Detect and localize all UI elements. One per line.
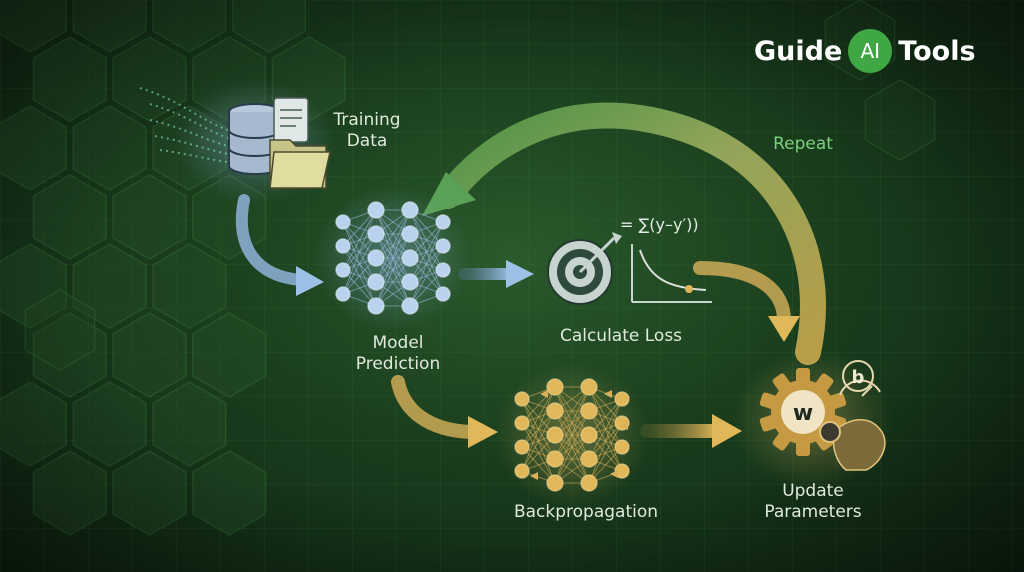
network-connection xyxy=(342,209,377,295)
network-connection xyxy=(554,386,590,460)
network-node xyxy=(335,238,351,254)
network-node xyxy=(367,273,385,291)
network-connection xyxy=(588,398,623,484)
network-node xyxy=(580,402,598,420)
database-icon xyxy=(228,103,282,175)
update-parameters-icon-group: w b xyxy=(732,350,892,490)
network-connection xyxy=(588,422,623,484)
model-neural-network-icon xyxy=(315,186,471,330)
network-connection xyxy=(342,233,377,295)
network-node xyxy=(335,214,351,230)
backward-arrow-marker xyxy=(604,390,612,398)
backward-arrow-marker xyxy=(610,470,618,478)
update-parameters-label: Update Parameters xyxy=(764,481,862,522)
network-connection xyxy=(375,257,411,307)
network-connection xyxy=(521,386,556,472)
network-connection xyxy=(554,410,590,484)
network-node xyxy=(367,225,385,243)
network-node xyxy=(514,439,530,455)
bias-symbol: b xyxy=(852,367,865,388)
network-node xyxy=(614,439,630,455)
repeat-label: Repeat xyxy=(773,134,833,154)
network-node xyxy=(435,214,451,230)
network-node xyxy=(546,426,564,444)
calculate-loss-label: Calculate Loss xyxy=(559,326,683,346)
network-connection xyxy=(588,398,623,460)
network-node xyxy=(335,262,351,278)
backward-arrow-marker xyxy=(540,390,548,398)
network-node xyxy=(401,249,419,267)
network-node xyxy=(580,426,598,444)
network-connection xyxy=(521,386,556,448)
network-node xyxy=(546,378,564,396)
network-connection xyxy=(375,233,411,307)
gauge-icon xyxy=(839,379,881,397)
network-connection xyxy=(554,434,590,484)
bias-icon: b xyxy=(842,360,874,392)
network-node xyxy=(546,402,564,420)
network-connection xyxy=(409,245,444,307)
backpropagation-label: Backpropagation xyxy=(513,502,659,522)
folder-icon xyxy=(269,139,331,189)
network-node xyxy=(514,391,530,407)
network-node xyxy=(401,297,419,315)
network-connection xyxy=(554,386,590,484)
backprop-to-update-arrow xyxy=(640,414,742,448)
network-node xyxy=(546,450,564,468)
network-node xyxy=(367,297,385,315)
network-node xyxy=(580,450,598,468)
document-icon xyxy=(273,97,309,143)
brand-word-2: Tools xyxy=(898,35,976,67)
repeat-arrow xyxy=(422,102,826,365)
gear-icon: w xyxy=(759,368,847,456)
network-connection xyxy=(521,410,556,472)
network-node xyxy=(614,463,630,479)
training-data-label: Training Data xyxy=(333,110,401,151)
network-node xyxy=(335,286,351,302)
data-to-model-arrow xyxy=(235,194,324,296)
backward-arrow-marker xyxy=(620,422,628,430)
network-node xyxy=(367,249,385,267)
network-node xyxy=(580,378,598,396)
loss-icon-group: = ∑(y–y′)) xyxy=(547,215,712,305)
network-node xyxy=(514,415,530,431)
network-node xyxy=(514,463,530,479)
network-node xyxy=(435,286,451,302)
weight-symbol: w xyxy=(793,401,813,426)
network-node xyxy=(614,391,630,407)
network-node xyxy=(435,238,451,254)
network-node xyxy=(546,474,564,492)
loss-to-update-arrow xyxy=(693,261,800,342)
hand-icon xyxy=(819,419,886,471)
network-node xyxy=(401,273,419,291)
network-node xyxy=(367,201,385,219)
backprop-neural-network-icon xyxy=(494,363,650,507)
loss-formula: = ∑(y–y′)) xyxy=(620,215,699,234)
network-connection xyxy=(554,386,590,436)
network-node xyxy=(435,262,451,278)
training-data-icon-group xyxy=(139,80,335,204)
model-to-backprop-arrow xyxy=(391,375,498,448)
backward-arrow-marker xyxy=(530,472,538,480)
loss-curve-icon xyxy=(631,244,712,303)
network-connection xyxy=(375,209,411,307)
brand-logo: Guide AI Tools xyxy=(754,29,976,73)
model-prediction-label: Model Prediction xyxy=(355,333,441,374)
brand-word-1: Guide xyxy=(754,35,843,67)
brand-badge: AI xyxy=(848,29,893,73)
network-node xyxy=(401,201,419,219)
network-connection xyxy=(409,221,444,283)
network-connection xyxy=(342,209,377,271)
network-connection xyxy=(375,209,411,259)
network-node xyxy=(401,225,419,243)
target-icon xyxy=(547,232,622,305)
network-connection xyxy=(409,221,444,307)
model-to-loss-arrow xyxy=(458,260,534,288)
network-connection xyxy=(375,209,411,283)
data-stream xyxy=(139,87,229,163)
network-node xyxy=(580,474,598,492)
